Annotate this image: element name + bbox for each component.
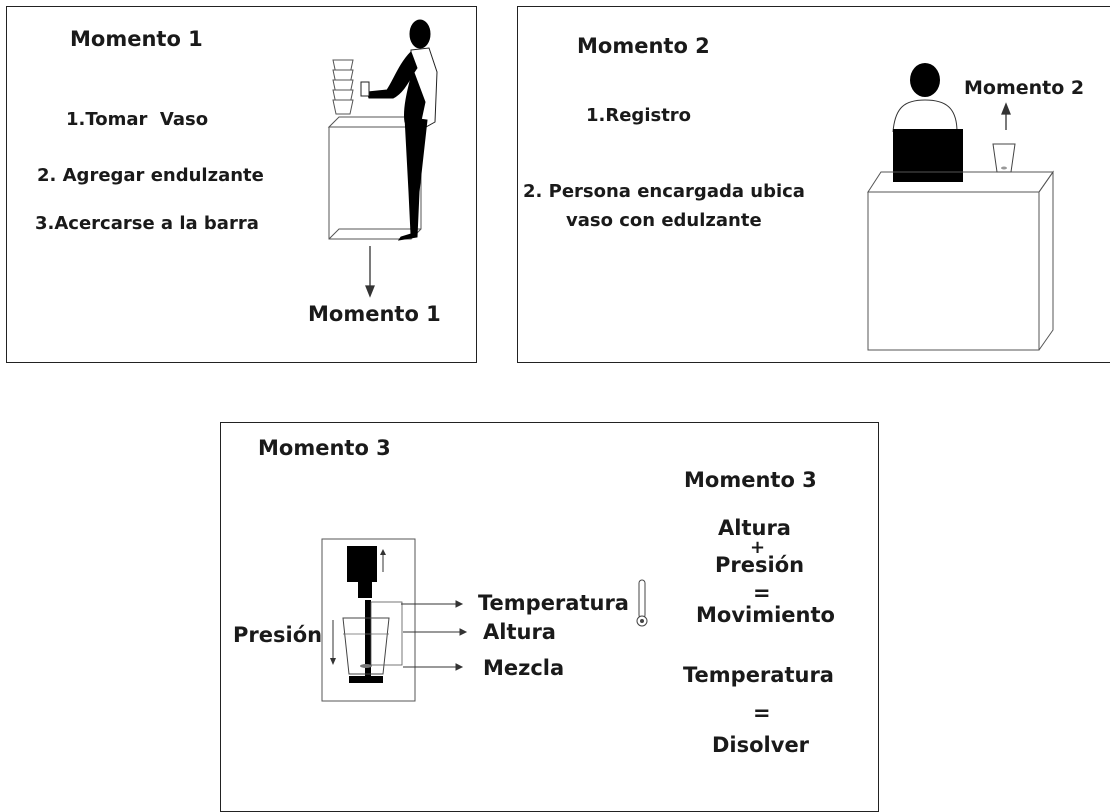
eq1-term2: Presión <box>715 553 805 577</box>
base-plate-icon <box>349 676 383 683</box>
eq1-plus: + <box>750 537 766 558</box>
moment1-arrow-icon <box>365 246 375 298</box>
moment3-side-title: Momento 3 <box>684 468 817 492</box>
moment2-arrow-icon <box>1001 102 1011 130</box>
moment2-step-1: 1.Registro <box>586 105 692 126</box>
moment2-step-2-line1: 2. Persona encargada ubica <box>523 181 805 202</box>
desk-icon <box>867 170 1054 351</box>
moment1-title: Momento 1 <box>70 27 203 51</box>
moment2-illustration <box>867 63 1054 351</box>
person-icon <box>360 19 438 241</box>
moment3-panel: Momento 3 Presión Temperatura Altura Mez… <box>220 422 879 812</box>
moment1-illustration <box>327 19 438 298</box>
moment3-title: Momento 3 <box>258 436 391 460</box>
eq1-result: Movimiento <box>696 603 835 627</box>
moment2-title: Momento 2 <box>577 34 710 58</box>
moment2-panel: Momento 2 1.Registro 2. Persona encargad… <box>517 6 1110 363</box>
glass-icon <box>342 617 390 675</box>
moment1-panel: Momento 1 1.Tomar Vaso 2. Agregar endulz… <box>6 6 477 363</box>
callout-altura: Altura <box>483 620 556 644</box>
cup-icon <box>992 143 1016 173</box>
callout-mezcla: Mezcla <box>483 656 565 680</box>
pressure-label: Presión <box>233 623 323 647</box>
thermometer-icon <box>636 579 648 627</box>
callout-temperatura: Temperatura <box>478 591 629 615</box>
attendant-icon <box>892 63 958 133</box>
eq1-term1: Altura <box>718 516 791 540</box>
machine-frame <box>321 538 416 702</box>
moment1-arrow-label: Momento 1 <box>308 302 441 326</box>
eq2-equals: = <box>753 701 771 725</box>
moment1-step-1: 1.Tomar Vaso <box>66 109 209 130</box>
rod-icon <box>365 600 371 678</box>
moment1-step-2: 2. Agregar endulzante <box>37 165 264 186</box>
cup-stack-icon <box>332 59 354 115</box>
moment2-step-2-line2: vaso con edulzante <box>566 210 762 231</box>
callout-arrows <box>401 600 468 671</box>
moment2-arrow-label: Momento 2 <box>964 77 1085 99</box>
motor-block-icon <box>347 546 377 582</box>
machine-diagram <box>321 538 416 702</box>
computer-icon <box>893 129 963 182</box>
eq2-result: Disolver <box>712 733 810 757</box>
eq2-term: Temperatura <box>683 663 834 687</box>
moment1-step-3: 3.Acercarse a la barra <box>35 213 259 234</box>
eq1-equals: = <box>753 581 771 605</box>
